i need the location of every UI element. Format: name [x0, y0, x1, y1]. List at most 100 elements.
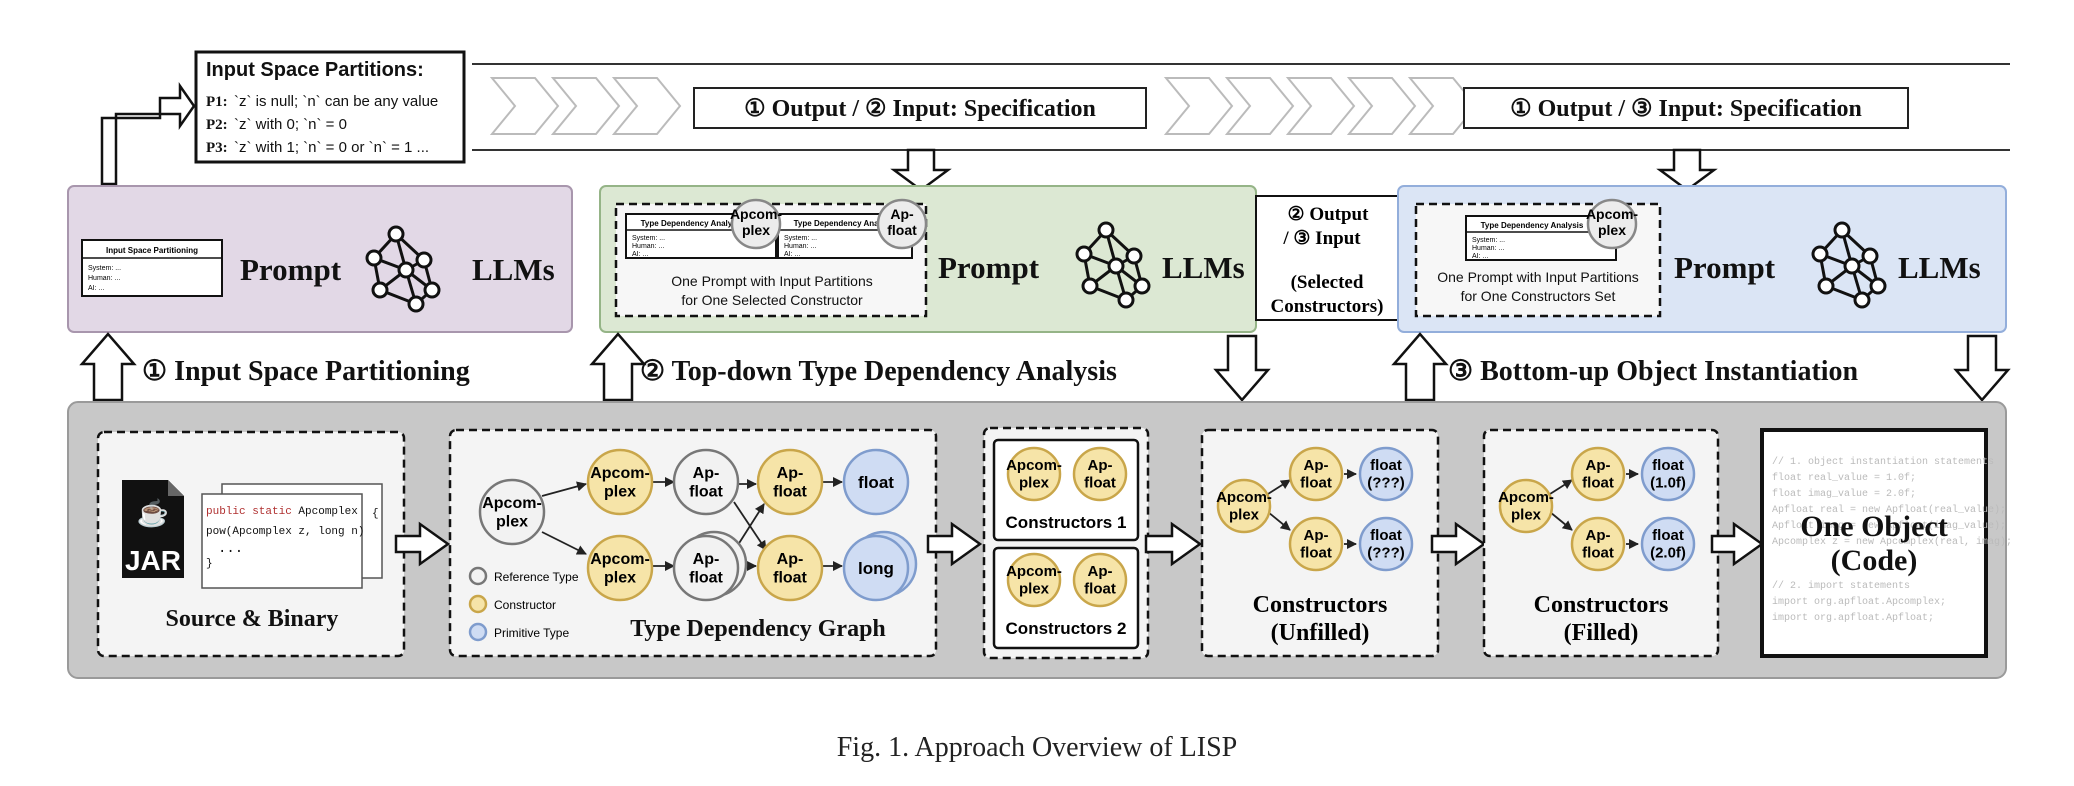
svg-text:Input Space Partitions:: Input Space Partitions: — [206, 59, 424, 81]
badge-apcomplex — [730, 198, 782, 250]
svg-text:(Unfilled): (Unfilled) — [1271, 620, 1370, 646]
badge-apfloat — [876, 198, 928, 250]
output-code-box: // 1. object instantiation statements fl… — [1760, 428, 2012, 658]
svg-text:float imag_value = 2.0f;: float imag_value = 2.0f; — [1772, 488, 1916, 500]
jar-file-icon: ☕ JAR — [122, 480, 184, 578]
svg-text:float: float — [858, 473, 894, 492]
svg-text:Constructors: Constructors — [1534, 592, 1669, 618]
svg-text:Type Dependency Analysis: Type Dependency Analysis — [1481, 221, 1584, 230]
svg-text:System: ...: System: ... — [632, 235, 665, 242]
prompt-panel-3: Type Dependency Analysis System: ... Hum… — [1397, 185, 2007, 333]
prompt-label-3: Prompt — [1674, 250, 1776, 285]
edge-root-c2 — [541, 531, 587, 555]
step1-label: ① Input Space Partitioning — [142, 356, 470, 387]
down-arrow-step3 — [1953, 334, 2011, 402]
flow-arrow-2 — [926, 521, 983, 567]
svg-text:Apcom-plex: Apcom-plex — [730, 206, 782, 238]
down-arrow-spec1 — [890, 148, 952, 192]
type-dependency-graph-box: Apcom-plex Apcom-plex Apcom-plex Ap-floa… — [448, 428, 938, 658]
node-r2 — [672, 534, 740, 602]
svg-text:System: ...: System: ... — [88, 265, 121, 272]
svg-text:JAR: JAR — [125, 545, 181, 576]
svg-text:Apcom-plex: Apcom-plex — [482, 495, 542, 530]
svg-text:One Prompt with Input Partitio: One Prompt with Input Partitions — [1437, 269, 1639, 285]
svg-text:float(???): float(???) — [1367, 457, 1404, 491]
svg-text:public static Apcomplex: public static Apcomplex — [206, 506, 358, 518]
svg-text:P3:: P3: — [206, 140, 228, 156]
svg-text:Human: ...: Human: ... — [632, 243, 664, 250]
elbow-arrow-outline — [100, 82, 196, 186]
llms-label-2: LLMs — [1162, 250, 1245, 285]
svg-text:Apcomplex z = new Apcomplex(re: Apcomplex z = new Apcomplex(real, imag); — [1772, 536, 2012, 548]
prompt-panel-1: Input Space Partitioning System: ... Hum… — [67, 185, 573, 333]
selected-constructors-box: ② Output / ③ Input (Selected Constructor… — [1255, 195, 1399, 321]
node-root — [478, 478, 546, 546]
up-arrow-step2 — [589, 332, 647, 402]
node-c1 — [586, 448, 654, 516]
svg-text:Constructors: Constructors — [1253, 592, 1388, 618]
chevrons-left — [489, 77, 682, 135]
constructors-unfilled-box: Apcom-plex Ap-float Ap-float float(???) … — [1200, 428, 1440, 658]
badge-apcomplex-3 — [1586, 198, 1638, 250]
svg-text:`z` with 0; `n` = 0: `z` with 0; `n` = 0 — [234, 116, 347, 133]
svg-text:System: ...: System: ... — [1472, 237, 1505, 244]
node-r1 — [672, 448, 740, 516]
node-c2 — [586, 534, 654, 602]
step2-label: ② Top-down Type Dependency Analysis — [640, 356, 1117, 387]
down-arrow-spec2 — [1656, 148, 1718, 192]
svg-text:AI: ...: AI: ... — [1472, 253, 1488, 260]
svg-text:Reference Type: Reference Type — [494, 570, 579, 584]
svg-text:Human: ...: Human: ... — [1472, 245, 1504, 252]
svg-text:Primitive Type: Primitive Type — [494, 626, 569, 640]
svg-text:`z` with 1; `n` = 0 or `n` = 1: `z` with 1; `n` = 0 or `n` = 1 ... — [234, 139, 429, 156]
prompt-label-2: Prompt — [938, 250, 1040, 285]
svg-text:One Prompt with Input Partitio: One Prompt with Input Partitions — [671, 273, 873, 289]
node-p2 — [842, 534, 910, 602]
one-object-title: One Object — [1800, 510, 1947, 543]
flow-arrow-1 — [394, 521, 451, 567]
source-binary-box: ☕ JAR public static Apcomplex pow(Apcomp… — [96, 430, 406, 658]
svg-text:Apcom-plex: Apcom-plex — [1006, 457, 1062, 491]
svg-text:Human: ...: Human: ... — [784, 243, 816, 250]
llms-label-1: LLMs — [472, 252, 555, 287]
step-arrows — [79, 332, 2011, 402]
svg-text:Input Space Partitioning: Input Space Partitioning — [106, 246, 198, 255]
svg-text:AI: ...: AI: ... — [88, 285, 104, 292]
down-arrow-step2 — [1213, 334, 1271, 402]
spec-label-1: ① Output / ② Input: Specification — [744, 96, 1096, 122]
up-arrow-step1 — [79, 332, 137, 402]
edge-root-c1 — [541, 481, 587, 497]
svg-text:(Selected: (Selected — [1291, 272, 1364, 293]
svg-text:Ap-float: Ap-float — [1084, 457, 1116, 491]
step3-label: ③ Bottom-up Object Instantiation — [1448, 356, 1859, 387]
svg-text:`z` is null; `n` can be any va: `z` is null; `n` can be any value — [234, 93, 438, 110]
svg-text:Constructors 1: Constructors 1 — [1006, 513, 1127, 532]
svg-text:② Output: ② Output — [1288, 204, 1370, 225]
svg-text:Type Dependency Analysis: Type Dependency Analysis — [794, 219, 897, 228]
spec-strip: ① Output / ② Input: Specification ① Outp… — [472, 63, 2010, 151]
svg-text:(Filled): (Filled) — [1564, 620, 1639, 646]
flow-arrow-3 — [1144, 521, 1203, 567]
llm-network-icon-2 — [1075, 221, 1151, 309]
flow-arrow-4 — [1430, 521, 1487, 567]
svg-text:// 1. object instantiation sta: // 1. object instantiation statements — [1772, 456, 1994, 468]
svg-text:AI: ...: AI: ... — [632, 251, 648, 258]
prompt-card-1: Input Space Partitioning System: ... Hum… — [81, 239, 223, 297]
svg-text:P1:: P1: — [206, 94, 228, 110]
svg-text:long: long — [858, 559, 894, 578]
svg-text:for One Constructors Set: for One Constructors Set — [1461, 288, 1616, 304]
svg-text:}: } — [206, 558, 213, 570]
svg-text:Type Dependency Analysis: Type Dependency Analysis — [641, 219, 744, 228]
svg-text:Apcom-plex: Apcom-plex — [1006, 563, 1062, 597]
spec-label-2: ① Output / ③ Input: Specification — [1510, 96, 1862, 122]
llm-network-icon-1 — [365, 225, 441, 313]
svg-text:Apfloat real = new Apfloat(rea: Apfloat real = new Apfloat(real_value); — [1772, 504, 2006, 516]
svg-text:Ap-float: Ap-float — [773, 465, 807, 500]
svg-text:Ap-float: Ap-float — [887, 206, 917, 238]
graph-legend: Reference Type Constructor Primitive Typ… — [468, 566, 579, 642]
svg-text:AI: ...: AI: ... — [784, 251, 800, 258]
flow-arrow-5 — [1710, 521, 1765, 567]
figure-caption: Fig. 1. Approach Overview of LISP — [837, 732, 1238, 763]
svg-text:// 2. import statements: // 2. import statements — [1772, 580, 1910, 592]
svg-text:Apcom-plex: Apcom-plex — [1586, 206, 1638, 238]
